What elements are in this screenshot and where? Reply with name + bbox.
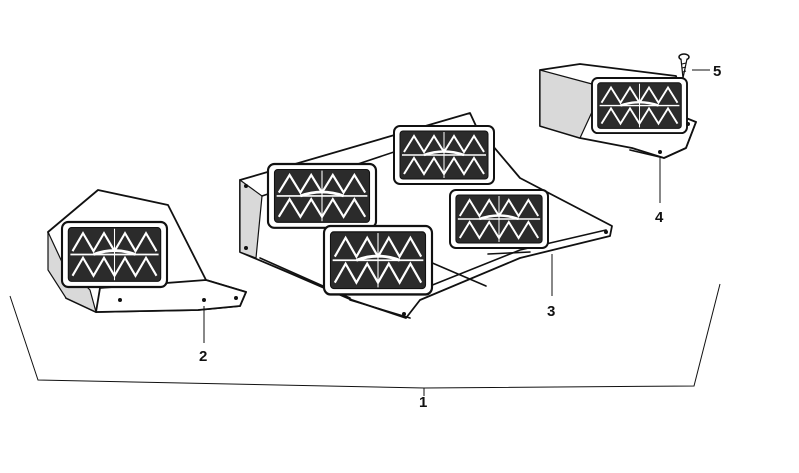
center-dash-panel	[239, 112, 613, 319]
callout-4: 4	[655, 209, 664, 226]
callout-5: 5	[713, 63, 721, 80]
right-vent-housing	[539, 63, 697, 159]
callout-2: 2	[199, 348, 207, 365]
callout-3: 3	[547, 303, 555, 320]
callout-1: 1	[419, 394, 427, 411]
left-vent-housing	[47, 189, 247, 314]
screw	[678, 53, 690, 79]
